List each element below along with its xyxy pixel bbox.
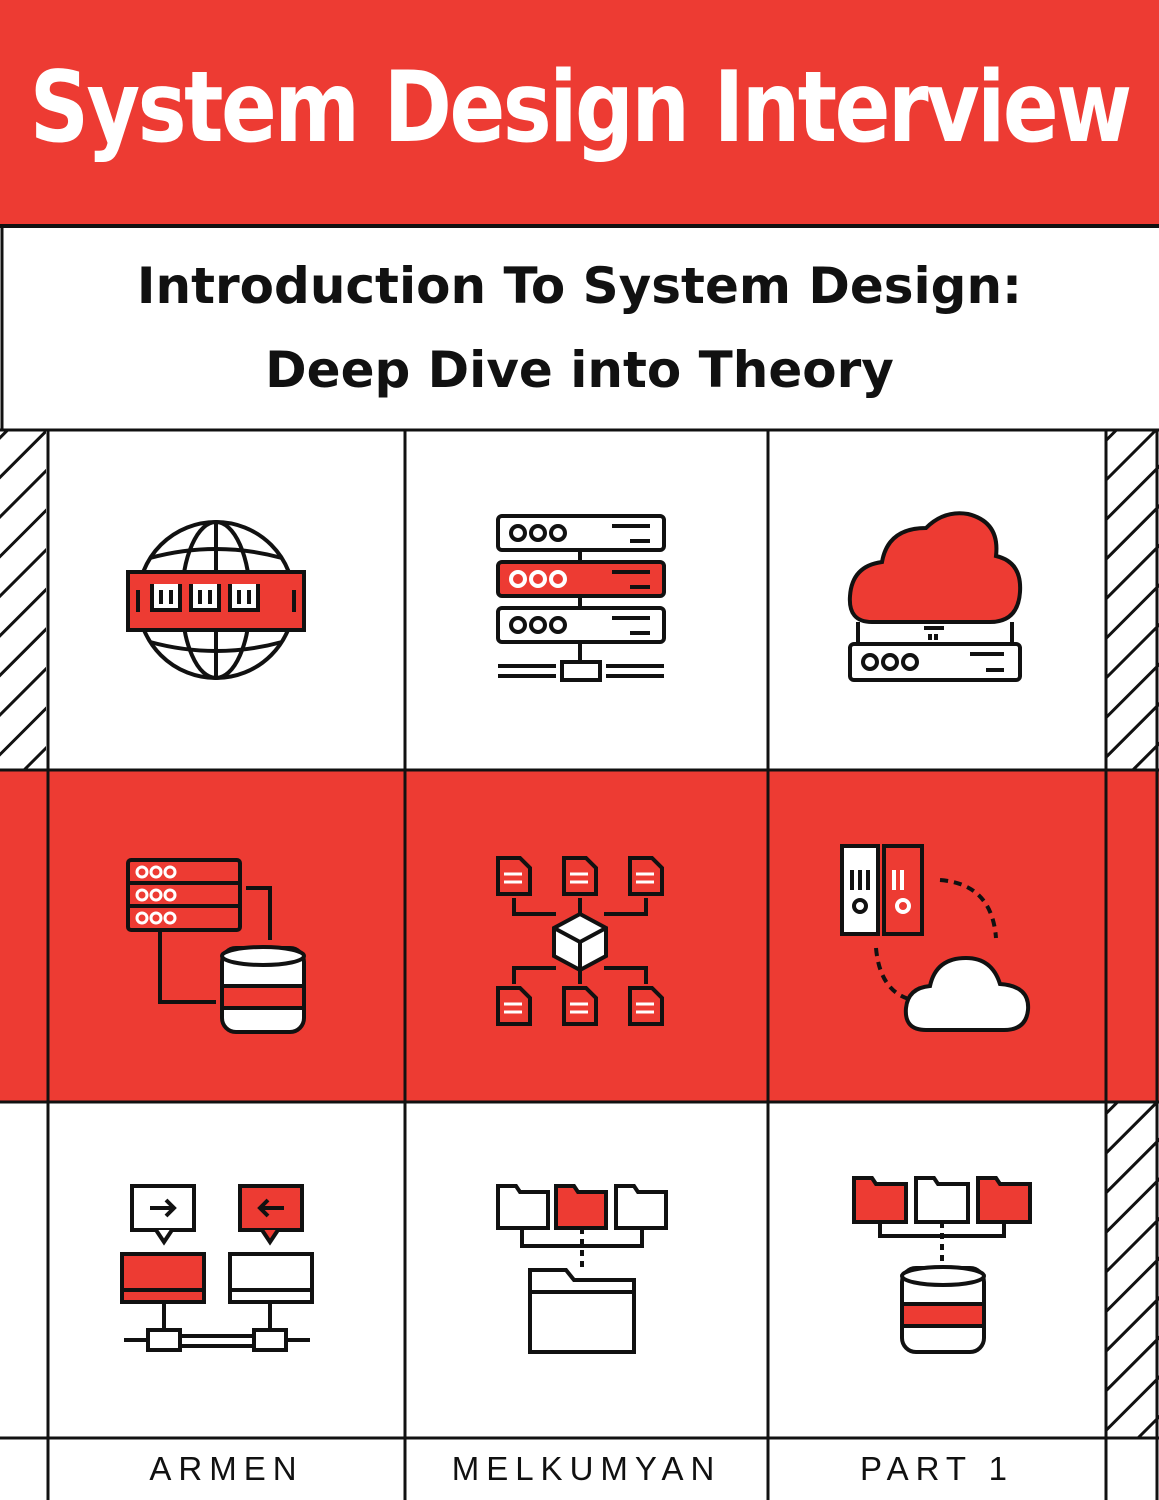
subtitle-block: Introduction To System Design: Deep Dive…	[0, 244, 1159, 412]
author-first-name: ARMEN	[149, 1450, 304, 1487]
banner-divider	[0, 224, 1159, 228]
part-label: PART 1	[860, 1450, 1014, 1487]
folders-to-database-icon	[852, 1176, 1032, 1354]
folder-hierarchy-icon	[496, 1184, 668, 1354]
computer-transfer-icon	[120, 1184, 314, 1352]
server-to-cloud-icon	[840, 844, 1031, 1032]
hatch-right-top	[1107, 430, 1159, 770]
hatch-right-bottom	[1107, 1102, 1159, 1438]
subtitle-line-1: Introduction To System Design:	[136, 257, 1023, 315]
server-database-icon	[126, 858, 306, 1034]
title-banner: System Design Interview	[0, 0, 1159, 224]
document-network-icon	[496, 856, 664, 1026]
cloud-server-icon	[847, 511, 1023, 682]
server-rack-icon	[496, 514, 666, 682]
book-title: System Design Interview	[29, 51, 1132, 165]
author-last-name: MELKUMYAN	[451, 1450, 722, 1487]
subtitle-line-2: Deep Dive into Theory	[265, 341, 894, 399]
hatch-left-top	[0, 430, 46, 770]
www-globe-icon	[126, 520, 306, 680]
